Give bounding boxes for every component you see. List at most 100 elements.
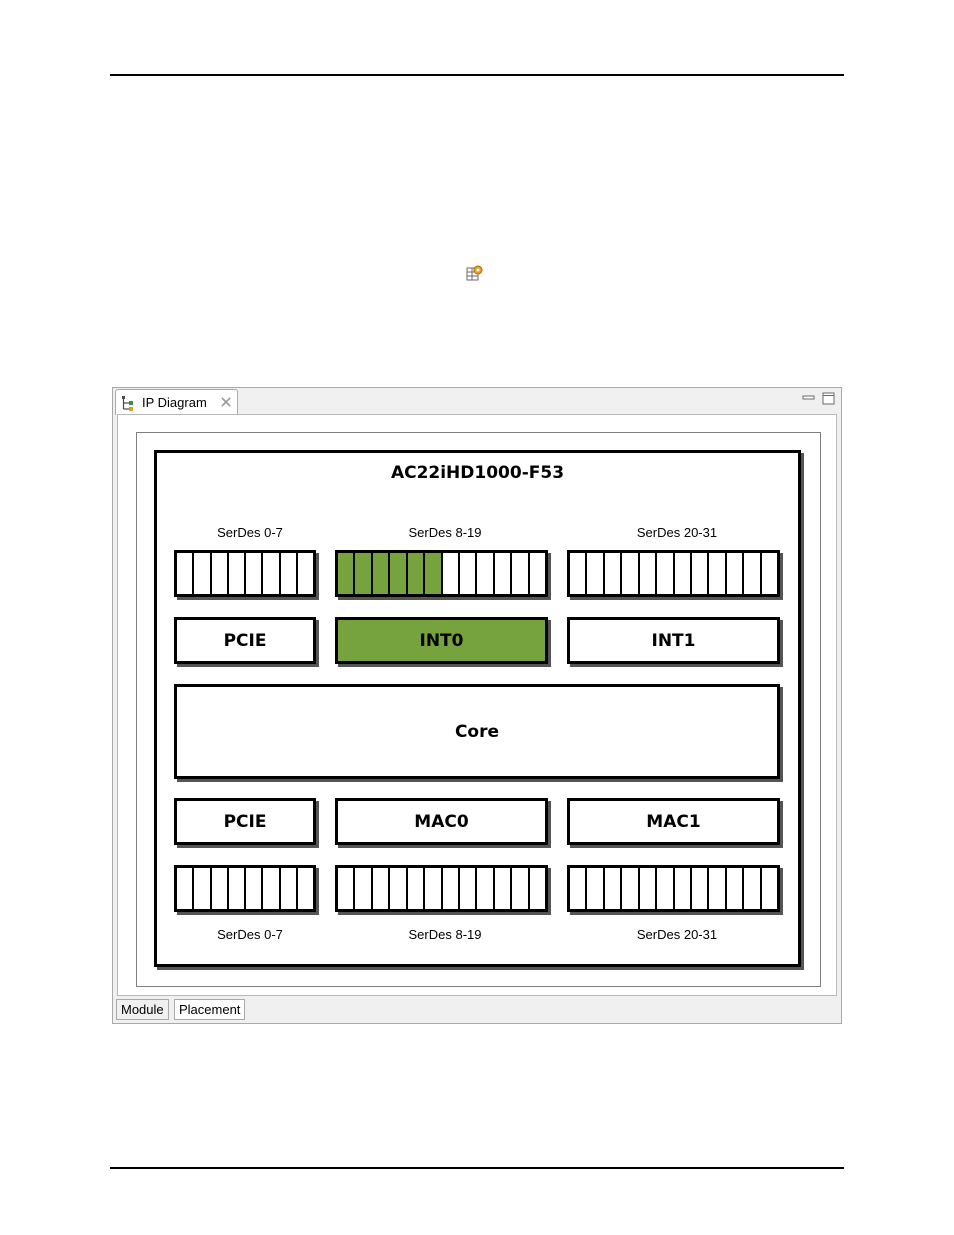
serdes-lane[interactable] bbox=[279, 868, 296, 909]
ip-configure-icon bbox=[466, 264, 484, 282]
serdes-lane[interactable] bbox=[585, 553, 602, 594]
serdes-lane[interactable] bbox=[655, 868, 672, 909]
serdes-lane[interactable] bbox=[707, 868, 724, 909]
footer-rule bbox=[110, 1167, 844, 1169]
serdes-lane[interactable] bbox=[227, 553, 244, 594]
serdes-lanes-top-1[interactable] bbox=[335, 550, 548, 597]
core-block[interactable]: Core bbox=[174, 684, 780, 779]
serdes-lane[interactable] bbox=[707, 553, 724, 594]
serdes-lane[interactable] bbox=[493, 553, 510, 594]
serdes-label-top-2: SerDes 20-31 bbox=[572, 525, 782, 540]
mac0-block[interactable]: MAC0 bbox=[335, 798, 548, 845]
serdes-lane[interactable] bbox=[493, 868, 510, 909]
serdes-lane[interactable] bbox=[388, 868, 405, 909]
close-icon[interactable] bbox=[220, 396, 232, 408]
serdes-lane[interactable] bbox=[388, 553, 405, 594]
mac1-block[interactable]: MAC1 bbox=[567, 798, 780, 845]
serdes-lane[interactable] bbox=[570, 553, 585, 594]
serdes-lane[interactable] bbox=[742, 868, 759, 909]
serdes-lane[interactable] bbox=[210, 868, 227, 909]
serdes-lane[interactable] bbox=[585, 868, 602, 909]
serdes-lane[interactable] bbox=[725, 553, 742, 594]
maximize-icon[interactable] bbox=[822, 392, 835, 405]
minimize-icon[interactable] bbox=[802, 393, 815, 403]
serdes-lanes-bottom-0[interactable] bbox=[174, 865, 316, 912]
serdes-label-bottom-0: SerDes 0-7 bbox=[180, 927, 320, 942]
ip-diagram-view: IP Diagram AC22iHD1000-F53 SerDes 0-7 Se… bbox=[112, 387, 842, 1024]
serdes-lanes-top-2[interactable] bbox=[567, 550, 780, 597]
serdes-lane[interactable] bbox=[475, 868, 492, 909]
serdes-lane[interactable] bbox=[296, 868, 313, 909]
serdes-lane[interactable] bbox=[423, 868, 440, 909]
serdes-lane[interactable] bbox=[475, 553, 492, 594]
serdes-lane[interactable] bbox=[655, 553, 672, 594]
serdes-lane[interactable] bbox=[227, 868, 244, 909]
serdes-lane[interactable] bbox=[603, 553, 620, 594]
diagram-canvas: AC22iHD1000-F53 SerDes 0-7 SerDes 8-19 S… bbox=[136, 432, 821, 987]
tab-module[interactable]: Module bbox=[116, 999, 169, 1020]
serdes-lane[interactable] bbox=[528, 868, 545, 909]
serdes-lane[interactable] bbox=[210, 553, 227, 594]
serdes-lane[interactable] bbox=[371, 553, 388, 594]
tab-placement[interactable]: Placement bbox=[174, 999, 245, 1020]
serdes-lane[interactable] bbox=[353, 868, 370, 909]
serdes-lane[interactable] bbox=[244, 553, 261, 594]
serdes-lane[interactable] bbox=[441, 868, 458, 909]
serdes-lane[interactable] bbox=[338, 553, 353, 594]
serdes-lane[interactable] bbox=[510, 868, 527, 909]
pcie-block-top[interactable]: PCIE bbox=[174, 617, 316, 664]
serdes-lane[interactable] bbox=[620, 868, 637, 909]
tab-ip-diagram[interactable]: IP Diagram bbox=[115, 389, 238, 415]
serdes-label-top-0: SerDes 0-7 bbox=[180, 525, 320, 540]
header-rule bbox=[110, 74, 844, 76]
serdes-lane[interactable] bbox=[296, 553, 313, 594]
serdes-lane[interactable] bbox=[458, 868, 475, 909]
int1-block[interactable]: INT1 bbox=[567, 617, 780, 664]
serdes-lane[interactable] bbox=[673, 553, 690, 594]
serdes-lane[interactable] bbox=[742, 553, 759, 594]
serdes-lanes-top-0[interactable] bbox=[174, 550, 316, 597]
serdes-lanes-bottom-1[interactable] bbox=[335, 865, 548, 912]
serdes-lane[interactable] bbox=[423, 553, 440, 594]
serdes-lane[interactable] bbox=[261, 868, 278, 909]
serdes-lane[interactable] bbox=[638, 553, 655, 594]
chip-outline: AC22iHD1000-F53 SerDes 0-7 SerDes 8-19 S… bbox=[154, 450, 801, 967]
serdes-lane[interactable] bbox=[673, 868, 690, 909]
serdes-lane[interactable] bbox=[570, 868, 585, 909]
serdes-lane[interactable] bbox=[338, 868, 353, 909]
serdes-lane[interactable] bbox=[261, 553, 278, 594]
serdes-lane[interactable] bbox=[371, 868, 388, 909]
serdes-lane[interactable] bbox=[279, 553, 296, 594]
serdes-lane[interactable] bbox=[603, 868, 620, 909]
serdes-lane[interactable] bbox=[353, 553, 370, 594]
serdes-lane[interactable] bbox=[760, 553, 777, 594]
serdes-lane[interactable] bbox=[406, 553, 423, 594]
serdes-label-top-1: SerDes 8-19 bbox=[340, 525, 550, 540]
serdes-lane[interactable] bbox=[458, 553, 475, 594]
serdes-lane[interactable] bbox=[528, 553, 545, 594]
serdes-lane[interactable] bbox=[192, 553, 209, 594]
serdes-lane[interactable] bbox=[406, 868, 423, 909]
serdes-lane[interactable] bbox=[690, 553, 707, 594]
serdes-lane[interactable] bbox=[725, 868, 742, 909]
serdes-lane[interactable] bbox=[177, 553, 192, 594]
diagram-area: AC22iHD1000-F53 SerDes 0-7 SerDes 8-19 S… bbox=[117, 414, 837, 996]
serdes-lane[interactable] bbox=[192, 868, 209, 909]
serdes-lane[interactable] bbox=[760, 868, 777, 909]
view-tab-bar: IP Diagram bbox=[113, 388, 841, 414]
serdes-lane[interactable] bbox=[177, 868, 192, 909]
serdes-lanes-bottom-2[interactable] bbox=[567, 865, 780, 912]
serdes-lane[interactable] bbox=[244, 868, 261, 909]
serdes-lane[interactable] bbox=[620, 553, 637, 594]
chip-title: AC22iHD1000-F53 bbox=[157, 463, 798, 483]
serdes-lane[interactable] bbox=[510, 553, 527, 594]
hierarchy-icon bbox=[120, 395, 137, 412]
serdes-label-bottom-1: SerDes 8-19 bbox=[340, 927, 550, 942]
serdes-lane[interactable] bbox=[441, 553, 458, 594]
serdes-lane[interactable] bbox=[690, 868, 707, 909]
int0-block[interactable]: INT0 bbox=[335, 617, 548, 664]
pcie-block-bottom[interactable]: PCIE bbox=[174, 798, 316, 845]
serdes-lane[interactable] bbox=[638, 868, 655, 909]
tab-title: IP Diagram bbox=[142, 395, 207, 410]
serdes-label-bottom-2: SerDes 20-31 bbox=[572, 927, 782, 942]
